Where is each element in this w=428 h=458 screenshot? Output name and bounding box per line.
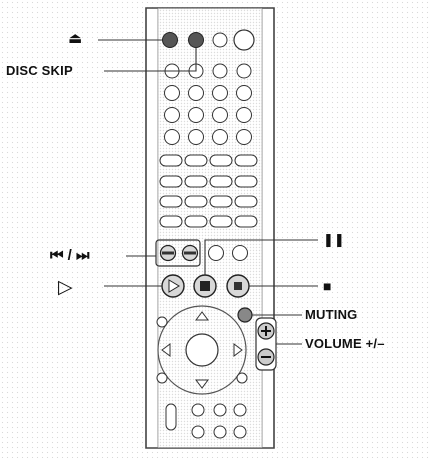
- numpad-button[interactable]: [213, 86, 228, 101]
- oval-button[interactable]: [160, 155, 182, 166]
- numpad-button[interactable]: [237, 64, 251, 78]
- oval-button[interactable]: [210, 196, 232, 207]
- oval-button[interactable]: [185, 216, 207, 227]
- oval-button[interactable]: [210, 216, 232, 227]
- small-button[interactable]: [192, 404, 204, 416]
- oval-button[interactable]: [210, 155, 232, 166]
- numpad-button[interactable]: [189, 86, 204, 101]
- small-button[interactable]: [214, 404, 226, 416]
- oval-button[interactable]: [185, 196, 207, 207]
- dpad: [157, 306, 247, 394]
- small-button[interactable]: [192, 426, 204, 438]
- oval-button[interactable]: [210, 176, 232, 187]
- oval-button[interactable]: [185, 176, 207, 187]
- button-right-1[interactable]: [209, 246, 224, 261]
- eject-button[interactable]: [163, 33, 178, 48]
- numpad-button[interactable]: [165, 108, 180, 123]
- numpad-button[interactable]: [237, 108, 252, 123]
- disc-skip-label: DISC SKIP: [6, 64, 73, 77]
- numpad-button[interactable]: [237, 130, 252, 145]
- numpad-button[interactable]: [165, 86, 180, 101]
- oval-button[interactable]: [235, 155, 257, 166]
- oval-button[interactable]: [160, 216, 182, 227]
- disc-skip-button[interactable]: [189, 33, 204, 48]
- small-button[interactable]: [234, 426, 246, 438]
- prev-next-icon: ⏮ / ⏭: [50, 248, 90, 263]
- numpad-button[interactable]: [213, 108, 228, 123]
- numpad-button[interactable]: [165, 130, 180, 145]
- transport-row: [162, 275, 249, 297]
- volume-label: VOLUME +/–: [305, 337, 385, 350]
- oval-button[interactable]: [235, 216, 257, 227]
- button-top-3[interactable]: [213, 33, 227, 47]
- pause-icon: ❚❚: [323, 233, 345, 246]
- oval-button[interactable]: [160, 176, 182, 187]
- oval-button[interactable]: [235, 176, 257, 187]
- button-right-2[interactable]: [233, 246, 248, 261]
- stop-icon: ■: [323, 279, 331, 293]
- small-button[interactable]: [166, 404, 176, 430]
- numpad-button[interactable]: [237, 86, 252, 101]
- numpad-button[interactable]: [189, 130, 204, 145]
- oval-button[interactable]: [235, 196, 257, 207]
- muting-button[interactable]: [238, 308, 252, 322]
- numpad-button[interactable]: [189, 108, 204, 123]
- eject-icon: ⏏: [68, 31, 82, 46]
- muting-label: MUTING: [305, 308, 357, 321]
- dpad-center-button[interactable]: [186, 334, 218, 366]
- numpad-button[interactable]: [213, 130, 228, 145]
- oval-button[interactable]: [160, 196, 182, 207]
- small-button[interactable]: [214, 426, 226, 438]
- small-button[interactable]: [234, 404, 246, 416]
- play-icon: ▷: [58, 278, 73, 297]
- oval-button[interactable]: [185, 155, 207, 166]
- volume-rocker: [256, 318, 276, 370]
- button-top-4[interactable]: [234, 30, 254, 50]
- numpad-button[interactable]: [213, 64, 227, 78]
